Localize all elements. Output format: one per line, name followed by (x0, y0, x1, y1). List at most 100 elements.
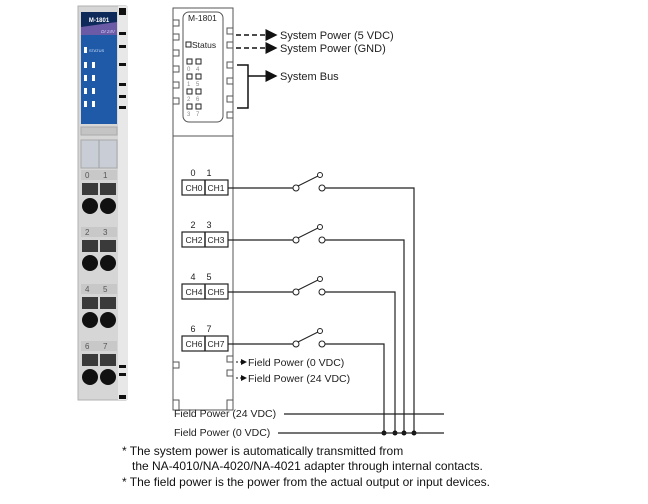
terminal-number: 3 (103, 228, 108, 237)
field-power-24v-rail-label: Field Power (24 VDC) (174, 408, 276, 420)
schematic-led (195, 103, 202, 110)
channel-label: CH7 (207, 339, 224, 349)
terminal-release-slot (82, 297, 98, 309)
terminal-label-strip (81, 170, 117, 180)
terminal-wire-hole (100, 255, 116, 271)
module-model-label: M-1801 (89, 18, 110, 24)
terminal-number: 2 (85, 228, 90, 237)
terminal-wire-hole (82, 312, 98, 328)
switch-contact (318, 184, 326, 192)
module-status-label: STATUS (89, 48, 105, 53)
schematic-model-label: M-1801 (188, 13, 217, 23)
channel-pin-number: 0 (190, 168, 195, 178)
switch-lever (297, 331, 319, 343)
channel-return-wire (325, 239, 405, 433)
channel-pin-number: 1 (206, 168, 211, 178)
switch-pivot (317, 224, 323, 230)
channel-label: CH6 (185, 339, 202, 349)
module-side-notches (119, 8, 126, 399)
module-accent (81, 22, 117, 35)
schematic-led (186, 73, 193, 80)
terminal-release-slot (82, 183, 98, 195)
channel-pin-number: 7 (206, 324, 211, 334)
note-field-power: * The field power is the power from the … (122, 475, 490, 489)
terminal-release-slot (100, 183, 116, 195)
schematic-status-led (185, 41, 192, 48)
terminal-label-strip (81, 284, 117, 294)
channel-return-wire (325, 291, 396, 433)
note-system-power: * The system power is automatically tran… (122, 444, 483, 473)
channel-pin-number: 5 (206, 272, 211, 282)
switch-contact (292, 184, 300, 192)
schematic-led (195, 73, 202, 80)
switch-lever (297, 175, 319, 187)
terminal-release-slot (100, 354, 116, 366)
schematic-led-number: 7 (196, 112, 200, 118)
terminal-label-strip (81, 341, 117, 351)
terminal-number: 6 (85, 342, 90, 351)
schematic-module (172, 7, 234, 411)
field-power-24v-out-label: Field Power (24 VDC) (248, 373, 350, 385)
switch-lever (297, 279, 319, 291)
channel-label: CH5 (207, 287, 224, 297)
channel-label: CH2 (185, 235, 202, 245)
schematic-led-number: 5 (196, 82, 200, 88)
channel-pin-number: 4 (190, 272, 195, 282)
terminal-release-slot (82, 354, 98, 366)
switch-pivot (317, 276, 323, 282)
led-panel-outline (182, 11, 224, 123)
channel-label: CH3 (207, 235, 224, 245)
schematic-led-number: 3 (187, 112, 191, 118)
module-rail (118, 6, 128, 400)
terminal-number: 1 (103, 171, 108, 180)
schematic-led-number: 2 (187, 97, 191, 103)
channel-wiring (228, 172, 417, 436)
switch-contact (318, 236, 326, 244)
channel-label: CH1 (207, 183, 224, 193)
terminal-number: 7 (103, 342, 108, 351)
terminal-wire-hole (82, 255, 98, 271)
terminal-wire-hole (100, 369, 116, 385)
switch-contact (318, 340, 326, 348)
terminal-wire-hole (100, 312, 116, 328)
terminal-number: 0 (85, 171, 90, 180)
terminal-wire-hole (82, 198, 98, 214)
schematic-led (195, 88, 202, 95)
switch-pivot (317, 328, 323, 334)
terminal-label-strip (81, 227, 117, 237)
terminal-release-slot (100, 240, 116, 252)
status-led (84, 47, 87, 53)
terminal-release-slot (82, 240, 98, 252)
switch-pivot (317, 172, 323, 178)
schematic-status-label: Status (192, 40, 216, 50)
terminal-wire-hole (100, 198, 116, 214)
system-power-gnd-label: System Power (GND) (280, 43, 386, 55)
module-subtitle: DI 24V (101, 29, 116, 34)
terminal-number: 4 (85, 285, 90, 294)
schematic-led-number: 1 (187, 82, 191, 88)
switch-contact (292, 236, 300, 244)
schematic-led-number: 4 (196, 67, 200, 73)
channel-label: CH4 (185, 287, 202, 297)
channel-pin-number: 2 (190, 220, 195, 230)
schematic-led (186, 103, 193, 110)
switch-lever (297, 227, 319, 239)
schematic-led (186, 58, 193, 65)
channel-label: CH0 (185, 183, 202, 193)
channel-pin-number: 6 (190, 324, 195, 334)
terminal-release-slot (100, 297, 116, 309)
system-bus-label: System Bus (280, 71, 339, 83)
terminal-wire-hole (82, 369, 98, 385)
switch-contact (318, 288, 326, 296)
switch-contact (292, 288, 300, 296)
field-power-0v-out-label: Field Power (0 VDC) (248, 357, 344, 369)
release-lever (80, 126, 118, 136)
system-bus-bracket (237, 64, 249, 109)
switch-contact (292, 340, 300, 348)
schematic-led-number: 0 (187, 67, 191, 73)
